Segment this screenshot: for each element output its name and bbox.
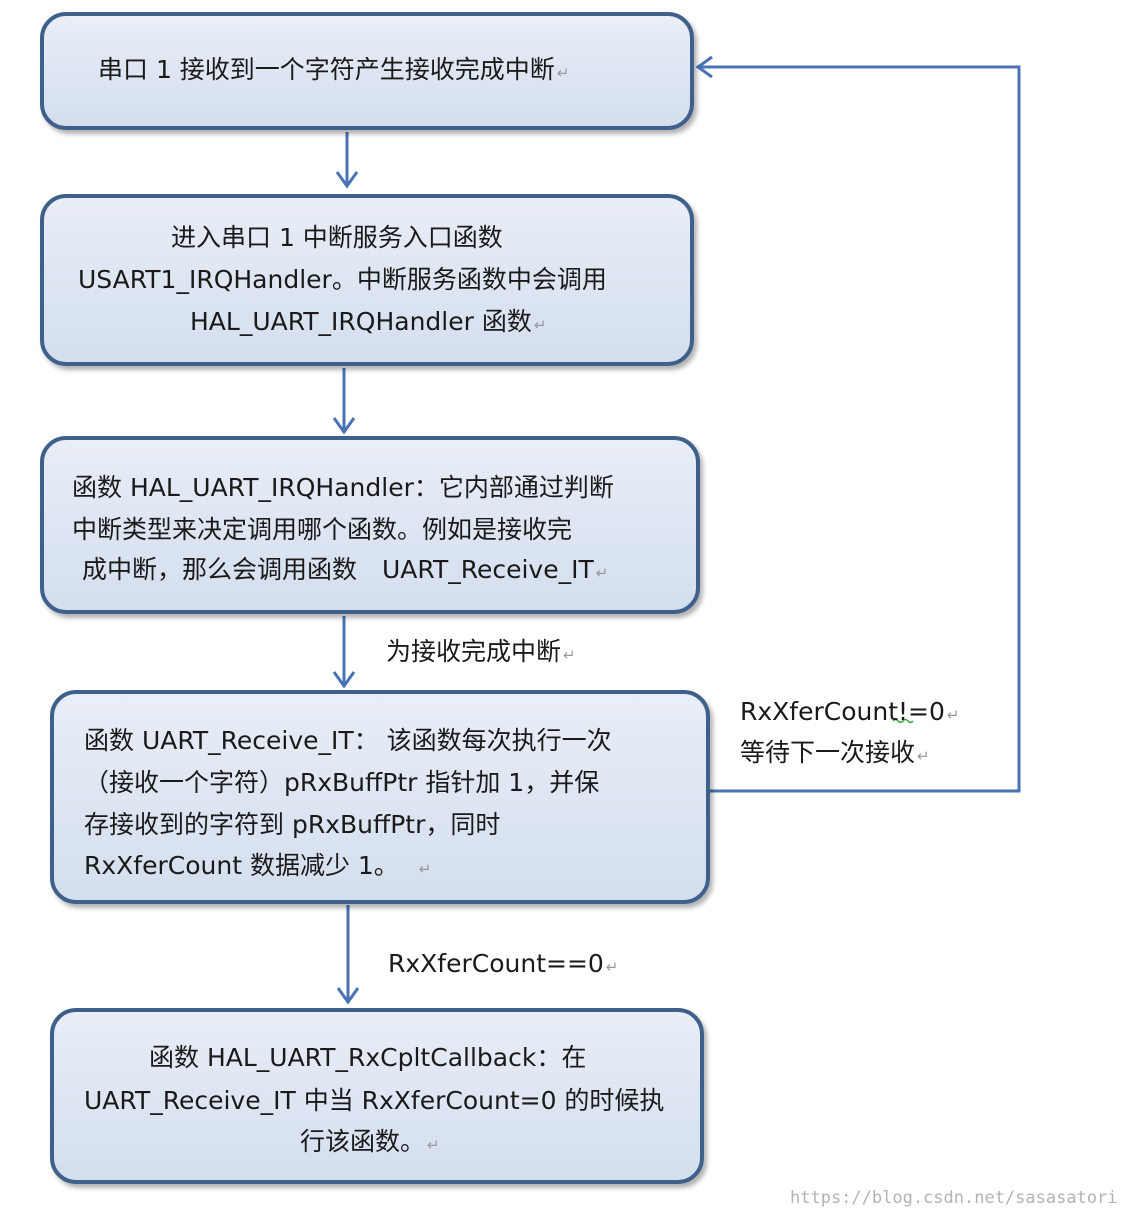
node-text-line-3: 成中断，那么会调用函数 UART_Receive_IT↵ — [82, 555, 609, 584]
node-usart1-irq-handler: 进入串口 1 中断服务入口函数 USART1_IRQHandler。中断服务函数… — [40, 194, 694, 366]
spell-underline — [892, 718, 914, 724]
node-uart-receive-interrupt: 串口 1 接收到一个字符产生接收完成中断↵ — [40, 12, 694, 130]
arrowhead-n2-n3 — [332, 417, 356, 435]
edge-loop-back — [700, 65, 1021, 793]
node-text-line-2: USART1_IRQHandler。中断服务函数中会调用 — [78, 265, 607, 294]
node-text-line-4: RxXferCount 数据减少 1。↵ — [84, 851, 432, 880]
node-text-line-1: 函数 HAL_UART_IRQHandler：它内部通过判断 — [72, 473, 614, 502]
node-text-line-2: 中断类型来决定调用哪个函数。例如是接收完 — [72, 515, 573, 544]
node-text-line-3: HAL_UART_IRQHandler 函数↵ — [190, 307, 547, 336]
node-text-line-3: 存接收到的字符到 pRxBuffPtr，同时 — [84, 810, 501, 839]
node-text-line-1: 函数 UART_Receive_IT： 该函数每次执行一次 — [84, 726, 612, 755]
node-uart-receive-it: 函数 UART_Receive_IT： 该函数每次执行一次 （接收一个字符）pR… — [50, 690, 710, 904]
node-text-line-1: 进入串口 1 中断服务入口函数 — [171, 223, 503, 252]
node-hal-uart-rx-cplt-callback: 函数 HAL_UART_RxCpltCallback：在 UART_Receiv… — [50, 1008, 704, 1184]
edge-label-receive-complete: 为接收完成中断↵ — [386, 637, 576, 666]
node-text-line-2: UART_Receive_IT 中当 RxXferCount=0 的时候执 — [84, 1086, 665, 1115]
arrowhead-n4-n5 — [336, 987, 360, 1005]
edge-label-wait-next: 等待下一次接收↵ — [740, 738, 930, 767]
node-text-line-3: 行该函数。↵ — [300, 1127, 440, 1156]
node-hal-uart-irq-handler: 函数 HAL_UART_IRQHandler：它内部通过判断 中断类型来决定调用… — [40, 436, 700, 614]
watermark: https://blog.csdn.net/sasasatori — [790, 1188, 1118, 1208]
node-text-line-2: （接收一个字符）pRxBuffPtr 指针加 1，并保 — [84, 768, 600, 797]
node-text-line-1: 函数 HAL_UART_RxCpltCallback：在 — [149, 1043, 587, 1072]
arrowhead-n1-n2 — [335, 171, 359, 189]
edge-label-count-zero: RxXferCount==0↵ — [388, 949, 619, 978]
edge-label-count-nonzero: RxXferCount!=0↵ — [740, 697, 960, 726]
arrowhead-n3-n4 — [332, 671, 356, 689]
node-text: 串口 1 接收到一个字符产生接收完成中断↵ — [98, 55, 570, 84]
arrowhead-loop-back — [695, 55, 713, 79]
